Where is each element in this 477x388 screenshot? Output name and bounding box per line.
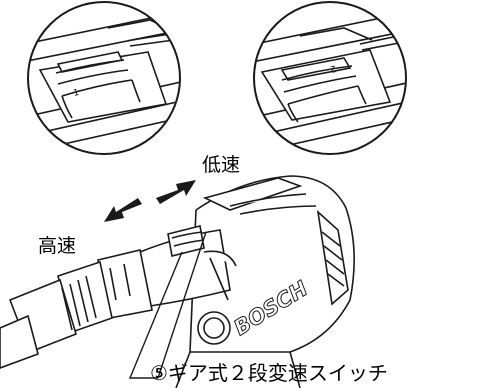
inset-right-marking: 2 xyxy=(329,63,337,74)
arrow-high-speed xyxy=(104,198,142,222)
callout-leader xyxy=(128,231,207,379)
arrow-low-speed xyxy=(156,180,196,204)
inset-right-frame xyxy=(253,1,407,155)
inset-left-marking: 1 xyxy=(73,88,81,99)
inset-position-2 xyxy=(254,9,406,153)
high-speed-label: 高速 xyxy=(38,235,77,257)
inset-position-1 xyxy=(28,9,180,153)
gear-switch-callout: ⑤ギア式２段変速スイッチ xyxy=(150,361,388,385)
inset-left-frame xyxy=(27,1,181,155)
drill-body xyxy=(0,175,355,388)
low-speed-label: 低速 xyxy=(202,154,241,176)
